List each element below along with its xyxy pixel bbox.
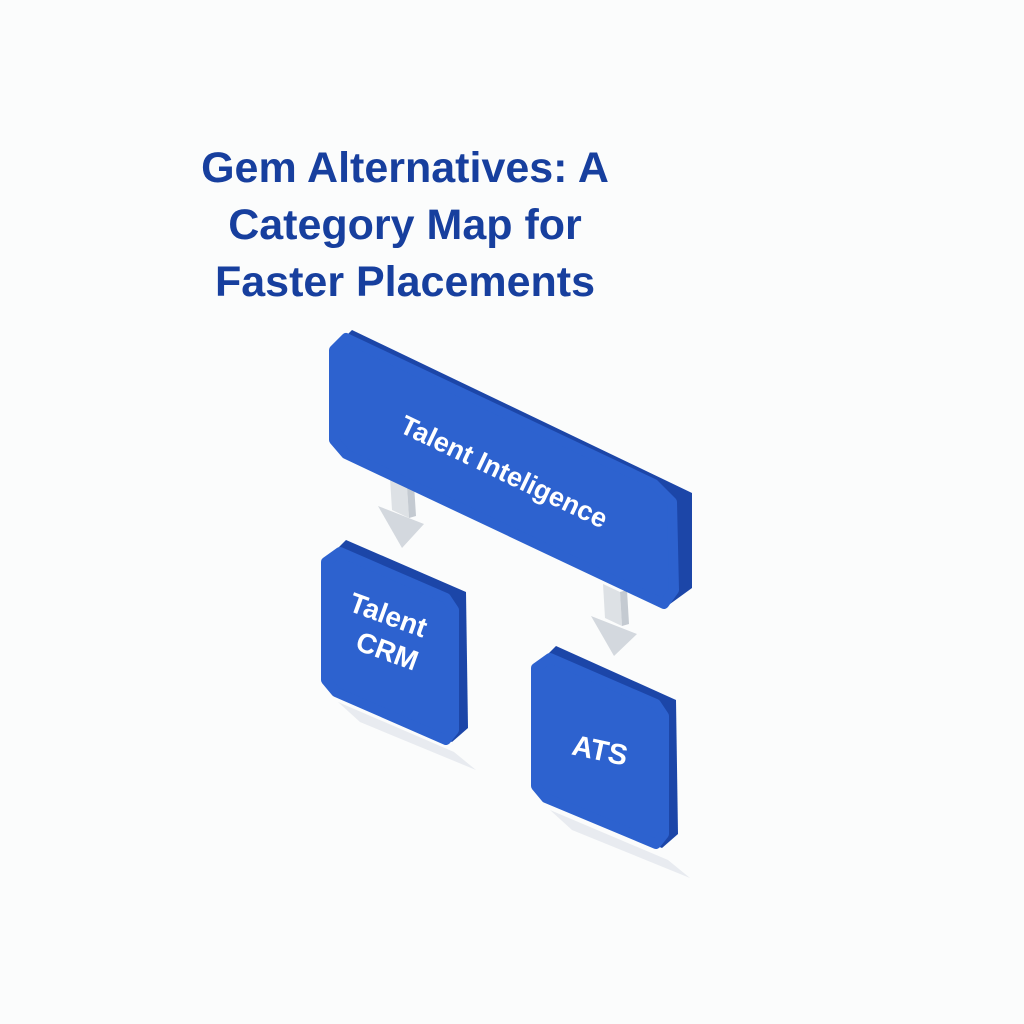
- left-box-shadow: [338, 702, 476, 770]
- box-talent-crm: Talent CRM: [321, 540, 468, 745]
- title-line-2: Category Map for: [228, 201, 582, 249]
- arrow-top-to-crm: [378, 478, 424, 548]
- box-ats: ATS: [531, 646, 678, 849]
- ats-box-face: [531, 653, 669, 849]
- title-line-1: Gem Alternatives: A: [201, 144, 609, 192]
- box-talent-intelligence: Talent Inteligence: [329, 330, 692, 609]
- title-line-3: Faster Placements: [214, 258, 596, 306]
- diagram-title: Gem Alternatives: A Category Map for Fas…: [150, 140, 660, 311]
- top-box-face: [329, 333, 679, 609]
- crm-box-face: [321, 547, 459, 745]
- arrow-top-to-ats: [591, 584, 637, 656]
- right-box-shadow: [550, 810, 690, 878]
